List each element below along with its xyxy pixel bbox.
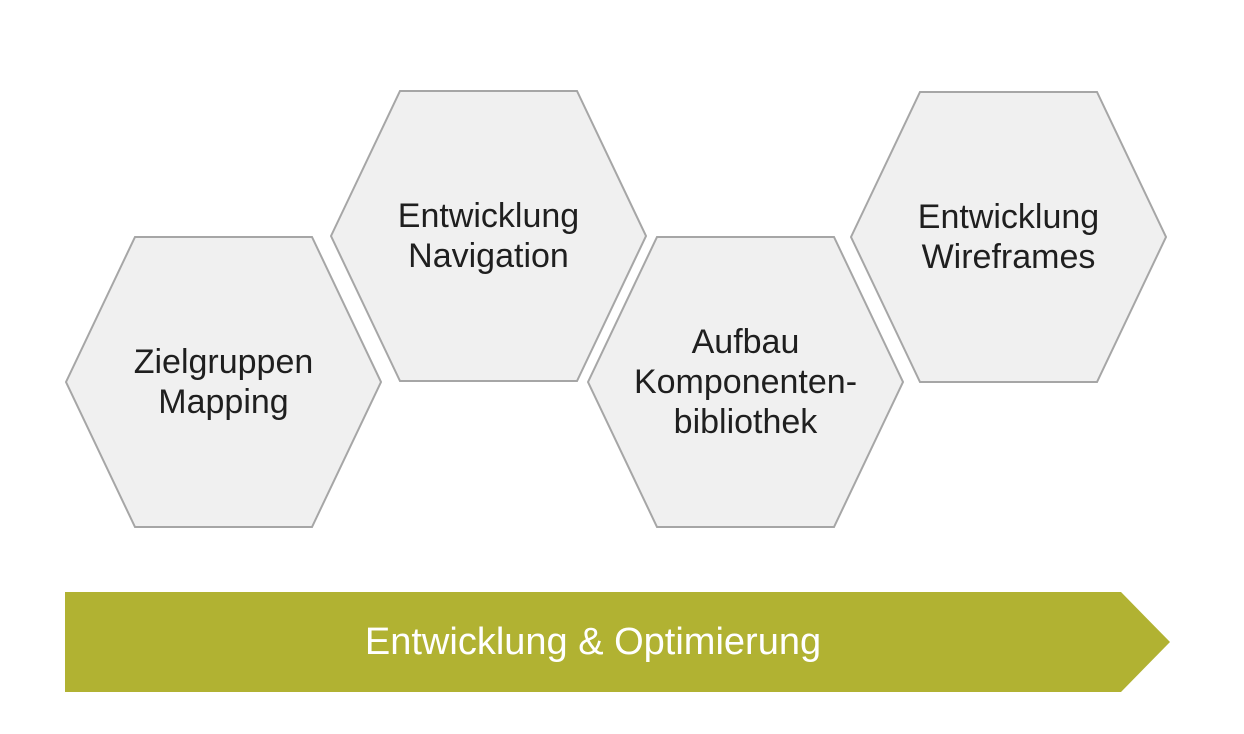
- arrow-right-shape: [65, 592, 1170, 692]
- process-arrow-banner: Entwicklung & Optimierung: [65, 592, 1170, 692]
- hexagon-shape: [330, 90, 647, 382]
- hexagon-shape: [65, 236, 382, 528]
- hexagon-entwicklung-wireframes: Entwicklung Wireframes: [850, 91, 1167, 383]
- hexagon-shape: [587, 236, 904, 528]
- hexagon-shape: [850, 91, 1167, 383]
